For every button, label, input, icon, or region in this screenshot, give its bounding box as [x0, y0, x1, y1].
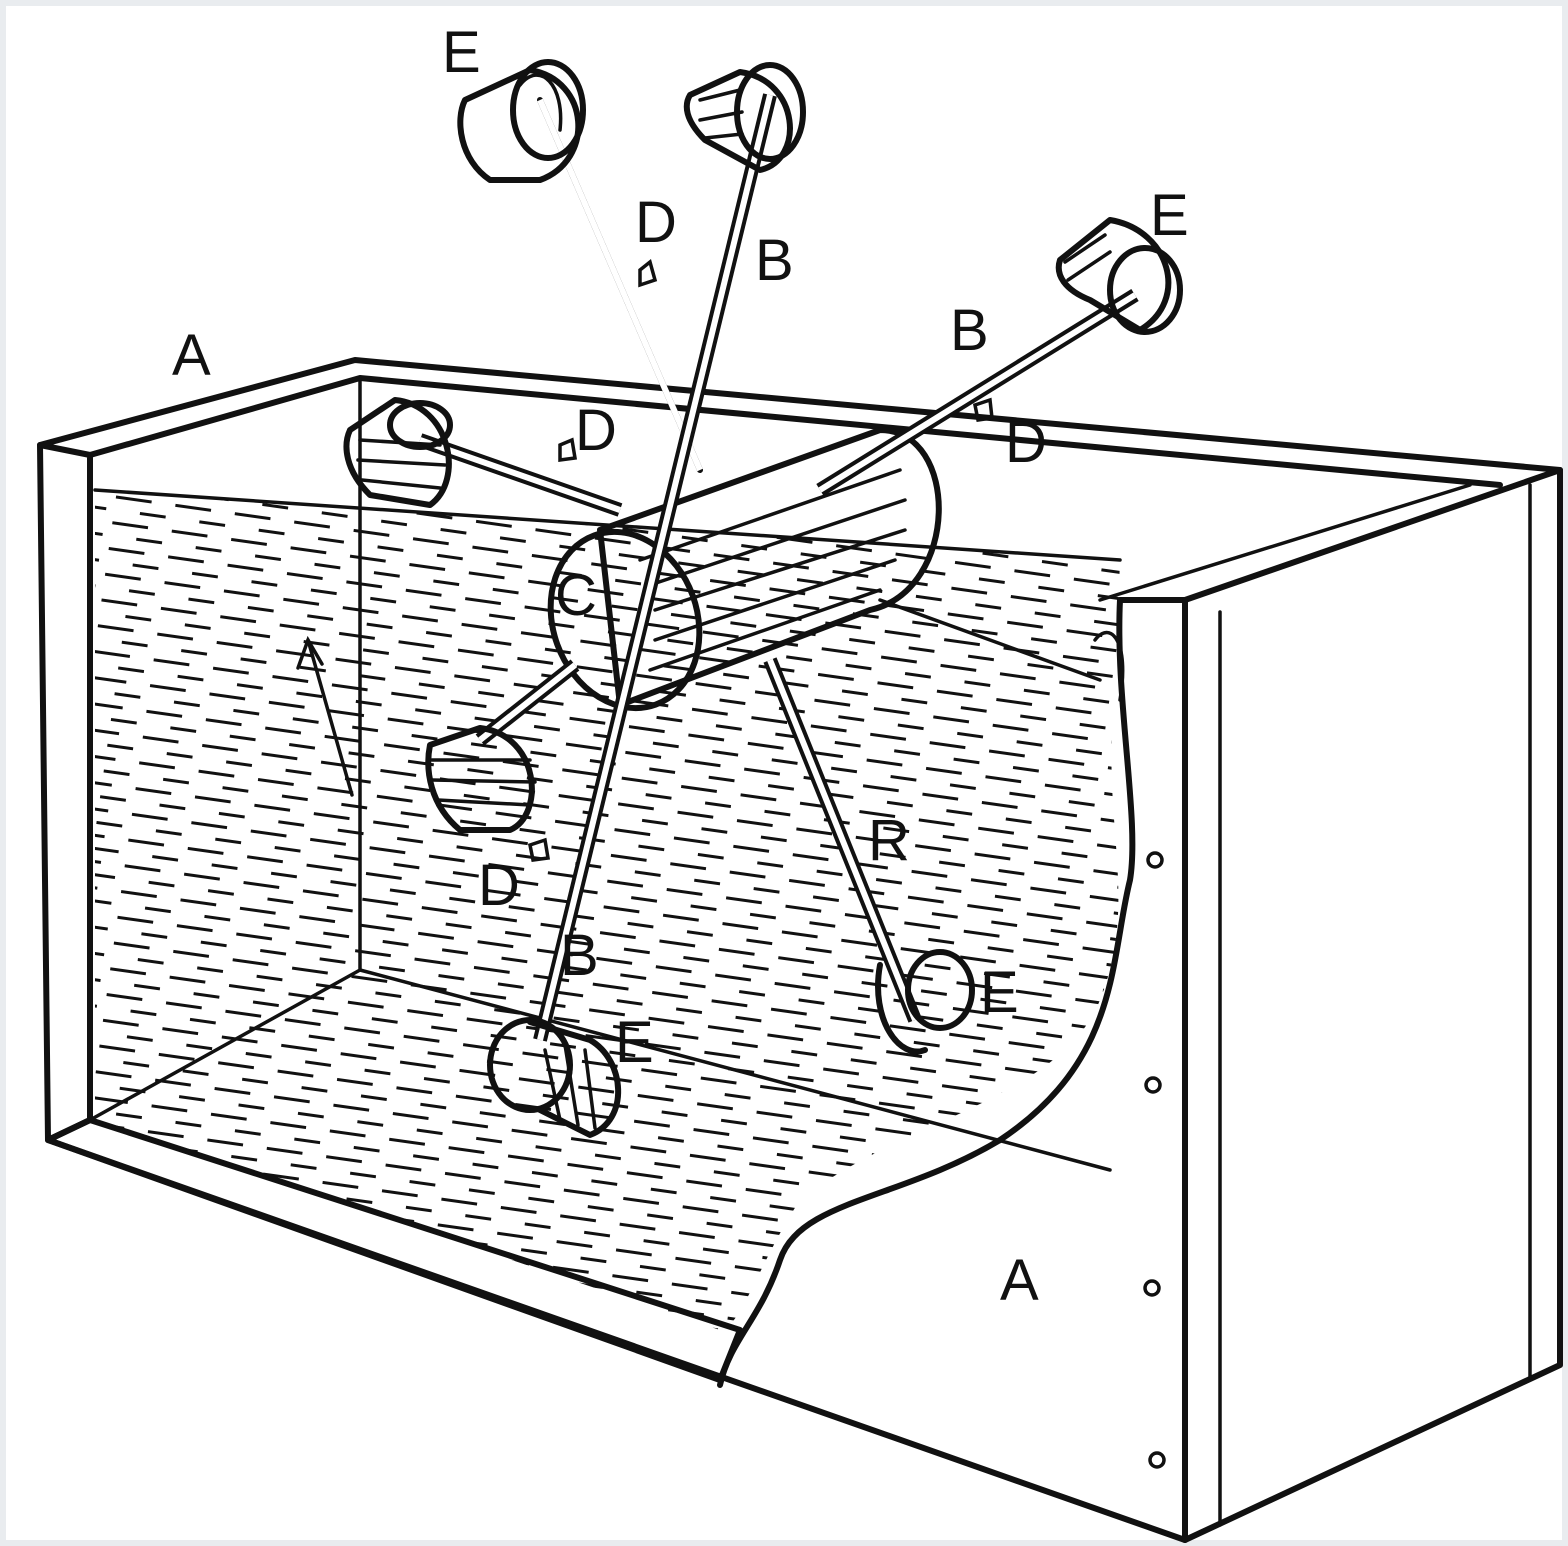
float-back-left [343, 397, 453, 508]
valve-d1 [638, 258, 658, 288]
label-e-right: E [1150, 183, 1189, 248]
tank [37, 357, 1563, 1543]
rivet [1148, 1451, 1166, 1469]
float-front-left [425, 725, 537, 833]
label-b-top: B [755, 228, 794, 293]
label-a-side: A [1000, 1248, 1039, 1313]
label-d-right: D [1005, 410, 1047, 475]
float-bottom [487, 1017, 622, 1138]
cutaway-edge [717, 597, 1136, 1388]
tank-right-face [1182, 467, 1563, 1543]
tank-bottom-edge [45, 1137, 1188, 1543]
label-b-right: B [950, 298, 989, 363]
hub-grain [638, 468, 907, 672]
spoke-back-left-fill [419, 437, 621, 513]
label-e-lower-right: E [980, 960, 1019, 1025]
label-d-top: D [635, 190, 677, 255]
label-e-top-left: E [442, 20, 481, 85]
float-top-left [457, 59, 586, 183]
tank-left-wall [37, 442, 93, 1143]
float-right [1055, 217, 1183, 335]
valve-d2 [558, 437, 578, 462]
spoke-right-fill [818, 292, 1137, 493]
label-c-hub: C [555, 563, 597, 628]
label-e-bottom: E [615, 1010, 654, 1075]
valves [527, 258, 994, 862]
label-b-bottom: B [560, 923, 599, 988]
labels: A A B B B R C D D D D E E E E [172, 20, 1189, 1313]
spoke-lower-right-fill [767, 658, 918, 1022]
label-d-front: D [478, 853, 520, 918]
rivet [1143, 1279, 1161, 1297]
rivet [1144, 1076, 1162, 1094]
flow-arrow-head [296, 635, 324, 670]
float-top-center [683, 62, 806, 173]
tank-rim-back [37, 357, 1563, 473]
label-d-back: D [575, 398, 617, 463]
flow-arrow [306, 638, 354, 797]
label-r-lower: R [868, 808, 910, 873]
tank-rim-inner [87, 375, 1503, 488]
float-lower-right [875, 949, 975, 1055]
tank-front-edge [1117, 597, 1188, 1543]
valve-d4 [527, 837, 551, 862]
spoke-back-right [878, 598, 1102, 682]
hub [547, 427, 942, 712]
tank-rim-front [1098, 483, 1472, 602]
floats [343, 59, 1183, 1138]
valve-d3 [972, 397, 994, 422]
spoke-long-fill [537, 94, 773, 1041]
label-a-top: A [172, 323, 211, 388]
water [95, 490, 1120, 1330]
tank-inner-floor [358, 968, 1112, 1172]
spoke-front-left-fill [478, 662, 577, 743]
hub-end-face [547, 528, 703, 712]
float-back-right [1093, 630, 1125, 702]
rivet [1146, 851, 1164, 869]
